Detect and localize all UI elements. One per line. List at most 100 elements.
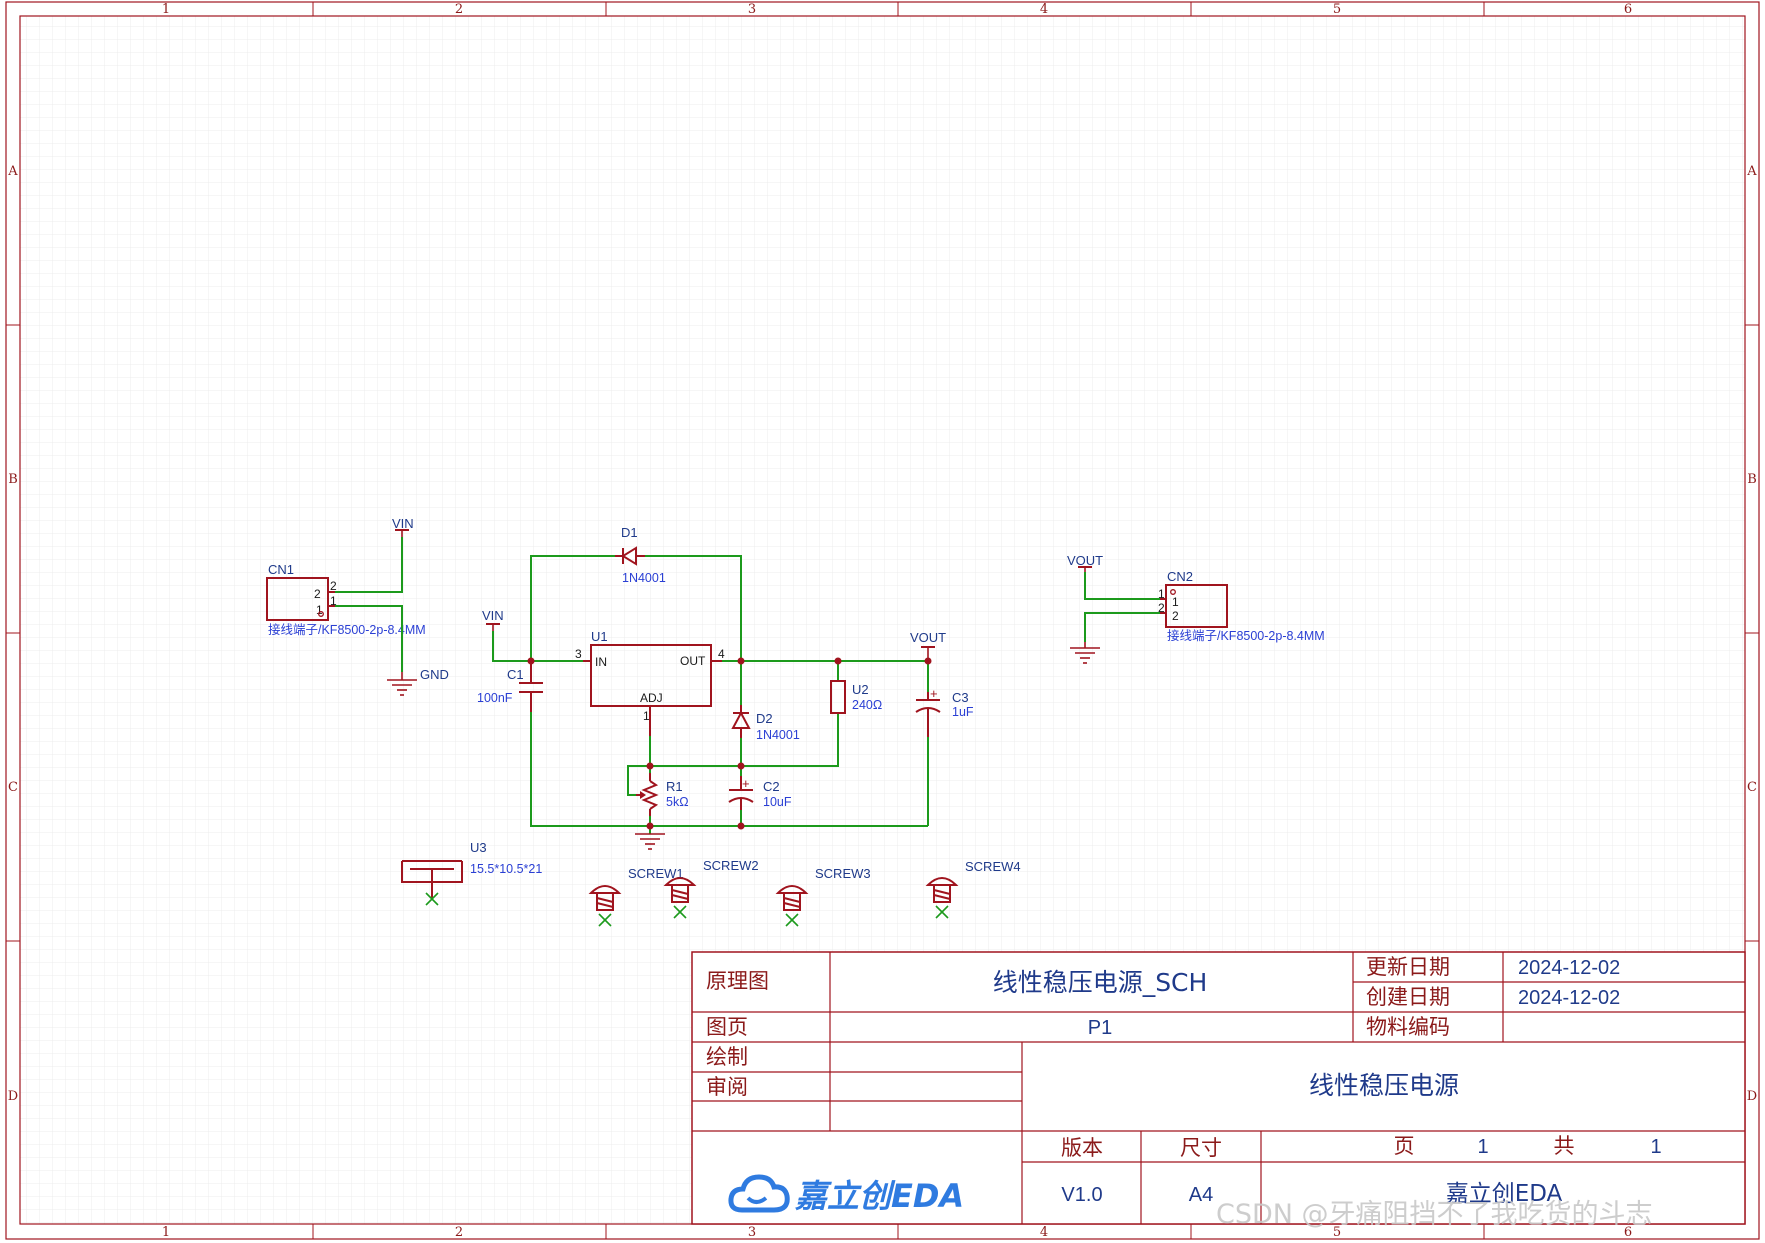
cn2-pin1-outer: 1 — [1158, 587, 1165, 601]
column-label-3: 3 — [748, 2, 756, 17]
column-label-6-bottom: 6 — [1624, 1225, 1632, 1240]
c2-value: 10uF — [763, 795, 792, 809]
column-label-5: 5 — [1333, 2, 1341, 17]
u1-num-in: 3 — [575, 647, 582, 661]
cn1-pin1-inner: 1 — [316, 603, 323, 617]
cn2-wires — [1078, 566, 1160, 642]
tb-label-created: 创建日期 — [1366, 985, 1450, 1009]
row-label-b-right: B — [1747, 472, 1757, 487]
column-label-1-bottom: 1 — [162, 1225, 170, 1240]
d2-ref: D2 — [756, 711, 773, 726]
screw-1[interactable]: SCREW1 — [588, 866, 684, 927]
cloud-logo-icon — [728, 1174, 790, 1213]
c3-plus: + — [930, 686, 938, 701]
r1-value: 5kΩ — [666, 795, 689, 809]
tb-updated: 2024-12-02 — [1518, 957, 1620, 979]
heatsink-u3[interactable]: U3 15.5*10.5*21 — [401, 840, 542, 906]
tb-sheet: 1 — [1477, 1136, 1488, 1158]
u3-value: 15.5*10.5*21 — [470, 862, 542, 876]
c1-ref: C1 — [507, 667, 524, 682]
screw-3-ref: SCREW3 — [815, 866, 871, 881]
gnd-symbol-main — [635, 833, 665, 850]
cn2-ref: CN2 — [1167, 569, 1193, 584]
net-vin-u1-port — [486, 623, 500, 631]
column-label-1: 1 — [162, 2, 170, 17]
net-vin-cn1: VIN — [392, 516, 414, 531]
row-label-a: A — [7, 164, 18, 179]
r1-ref: R1 — [666, 779, 683, 794]
watermark: CSDN @牙痛阻挡不了我吃货的斗志 — [1216, 1199, 1653, 1230]
net-vout-cn2: VOUT — [1067, 553, 1103, 568]
row-label-d-right: D — [1747, 1089, 1757, 1104]
tb-company: 嘉立创EDA — [1446, 1181, 1563, 1207]
tb-label-review: 审阅 — [706, 1075, 748, 1099]
row-label-c-right: C — [1747, 780, 1757, 795]
u2-ref: U2 — [852, 682, 869, 697]
cn2-value: 接线端子/KF8500-2p-8.4MM — [1167, 628, 1325, 643]
diode-d2[interactable]: D2 1N4001 — [731, 705, 800, 742]
cn1-pin2-outer: 2 — [330, 579, 337, 593]
potentiometer-r1[interactable]: R1 5kΩ — [636, 773, 689, 816]
d2-value: 1N4001 — [756, 728, 800, 742]
d1-ref: D1 — [621, 525, 638, 540]
cn1-pin1-outer: 1 — [330, 594, 337, 608]
gnd-symbol-cn2 — [1070, 642, 1100, 664]
c1-value: 100nF — [477, 691, 513, 705]
capacitor-c3[interactable]: + C3 1uF — [915, 686, 974, 737]
cn2-pin2-inner: 2 — [1172, 609, 1179, 623]
screw-2[interactable]: SCREW2 — [663, 858, 759, 919]
row-label-d: D — [8, 1089, 18, 1104]
connector-cn1[interactable]: CN1 2 1 2 1 接线端子/KF8500-2p-8.4MM — [266, 562, 426, 637]
net-vin-u1: VIN — [482, 608, 504, 623]
u1-pin-out: OUT — [680, 654, 706, 668]
c2-plus: + — [742, 776, 750, 791]
tb-title: 线性稳压电源_SCH — [993, 968, 1208, 997]
u1-pin-adj: ADJ — [640, 691, 663, 705]
c2-ref: C2 — [763, 779, 780, 794]
cn2-pin2-outer: 2 — [1158, 601, 1165, 615]
u1-ref: U1 — [591, 629, 608, 644]
column-label-4: 4 — [1040, 2, 1048, 17]
column-label-3-bottom: 3 — [748, 1225, 756, 1240]
cn1-value: 接线端子/KF8500-2p-8.4MM — [268, 622, 426, 637]
screw-3[interactable]: SCREW3 — [775, 866, 871, 927]
cn2-pin1-inner: 1 — [1172, 595, 1179, 609]
tb-size: A4 — [1189, 1184, 1213, 1206]
diode-d1[interactable]: D1 1N4001 — [615, 525, 666, 585]
screw-1-ref: SCREW1 — [628, 866, 684, 881]
column-label-4-bottom: 4 — [1040, 1225, 1048, 1240]
column-label-6: 6 — [1624, 2, 1632, 17]
net-vout-out: VOUT — [910, 630, 946, 645]
tb-label-size: 尺寸 — [1180, 1136, 1222, 1160]
tb-label-drawn: 绘制 — [706, 1045, 748, 1069]
tb-project: 线性稳压电源 — [1309, 1071, 1459, 1100]
tb-total: 1 — [1650, 1136, 1661, 1158]
gnd-symbol-cn1 — [387, 672, 417, 696]
screw-4-ref: SCREW4 — [965, 859, 1021, 874]
regulator-u1[interactable]: U1 IN OUT ADJ 3 4 1 — [575, 629, 725, 736]
tb-label-version: 版本 — [1061, 1136, 1103, 1160]
capacitor-c1[interactable]: C1 100nF — [477, 661, 543, 712]
junction-dots — [527, 657, 932, 830]
tb-label-sheet: 页 — [1394, 1134, 1415, 1158]
column-label-5-bottom: 5 — [1333, 1225, 1341, 1240]
net-gnd: GND — [420, 667, 449, 682]
screw-4[interactable]: SCREW4 — [925, 859, 1021, 919]
u1-num-adj: 1 — [643, 709, 650, 723]
cn1-wires — [335, 529, 409, 672]
resistor-u2[interactable]: U2 240Ω — [830, 680, 882, 714]
tb-version: V1.0 — [1061, 1184, 1102, 1206]
column-label-2: 2 — [455, 2, 463, 17]
row-label-b: B — [8, 472, 18, 487]
column-label-2-bottom: 2 — [455, 1225, 463, 1240]
d1-value: 1N4001 — [622, 571, 666, 585]
tb-label-material: 物料编码 — [1366, 1015, 1450, 1039]
u3-ref: U3 — [470, 840, 487, 855]
tb-page: P1 — [1088, 1017, 1112, 1039]
capacitor-c2[interactable]: + C2 10uF — [728, 776, 792, 810]
connector-cn2[interactable]: CN2 1 2 1 2 接线端子/KF8500-2p-8.4MM — [1158, 569, 1325, 643]
u1-pin-in: IN — [595, 655, 607, 669]
row-label-c: C — [8, 780, 18, 795]
tb-label-total: 共 — [1554, 1134, 1575, 1158]
